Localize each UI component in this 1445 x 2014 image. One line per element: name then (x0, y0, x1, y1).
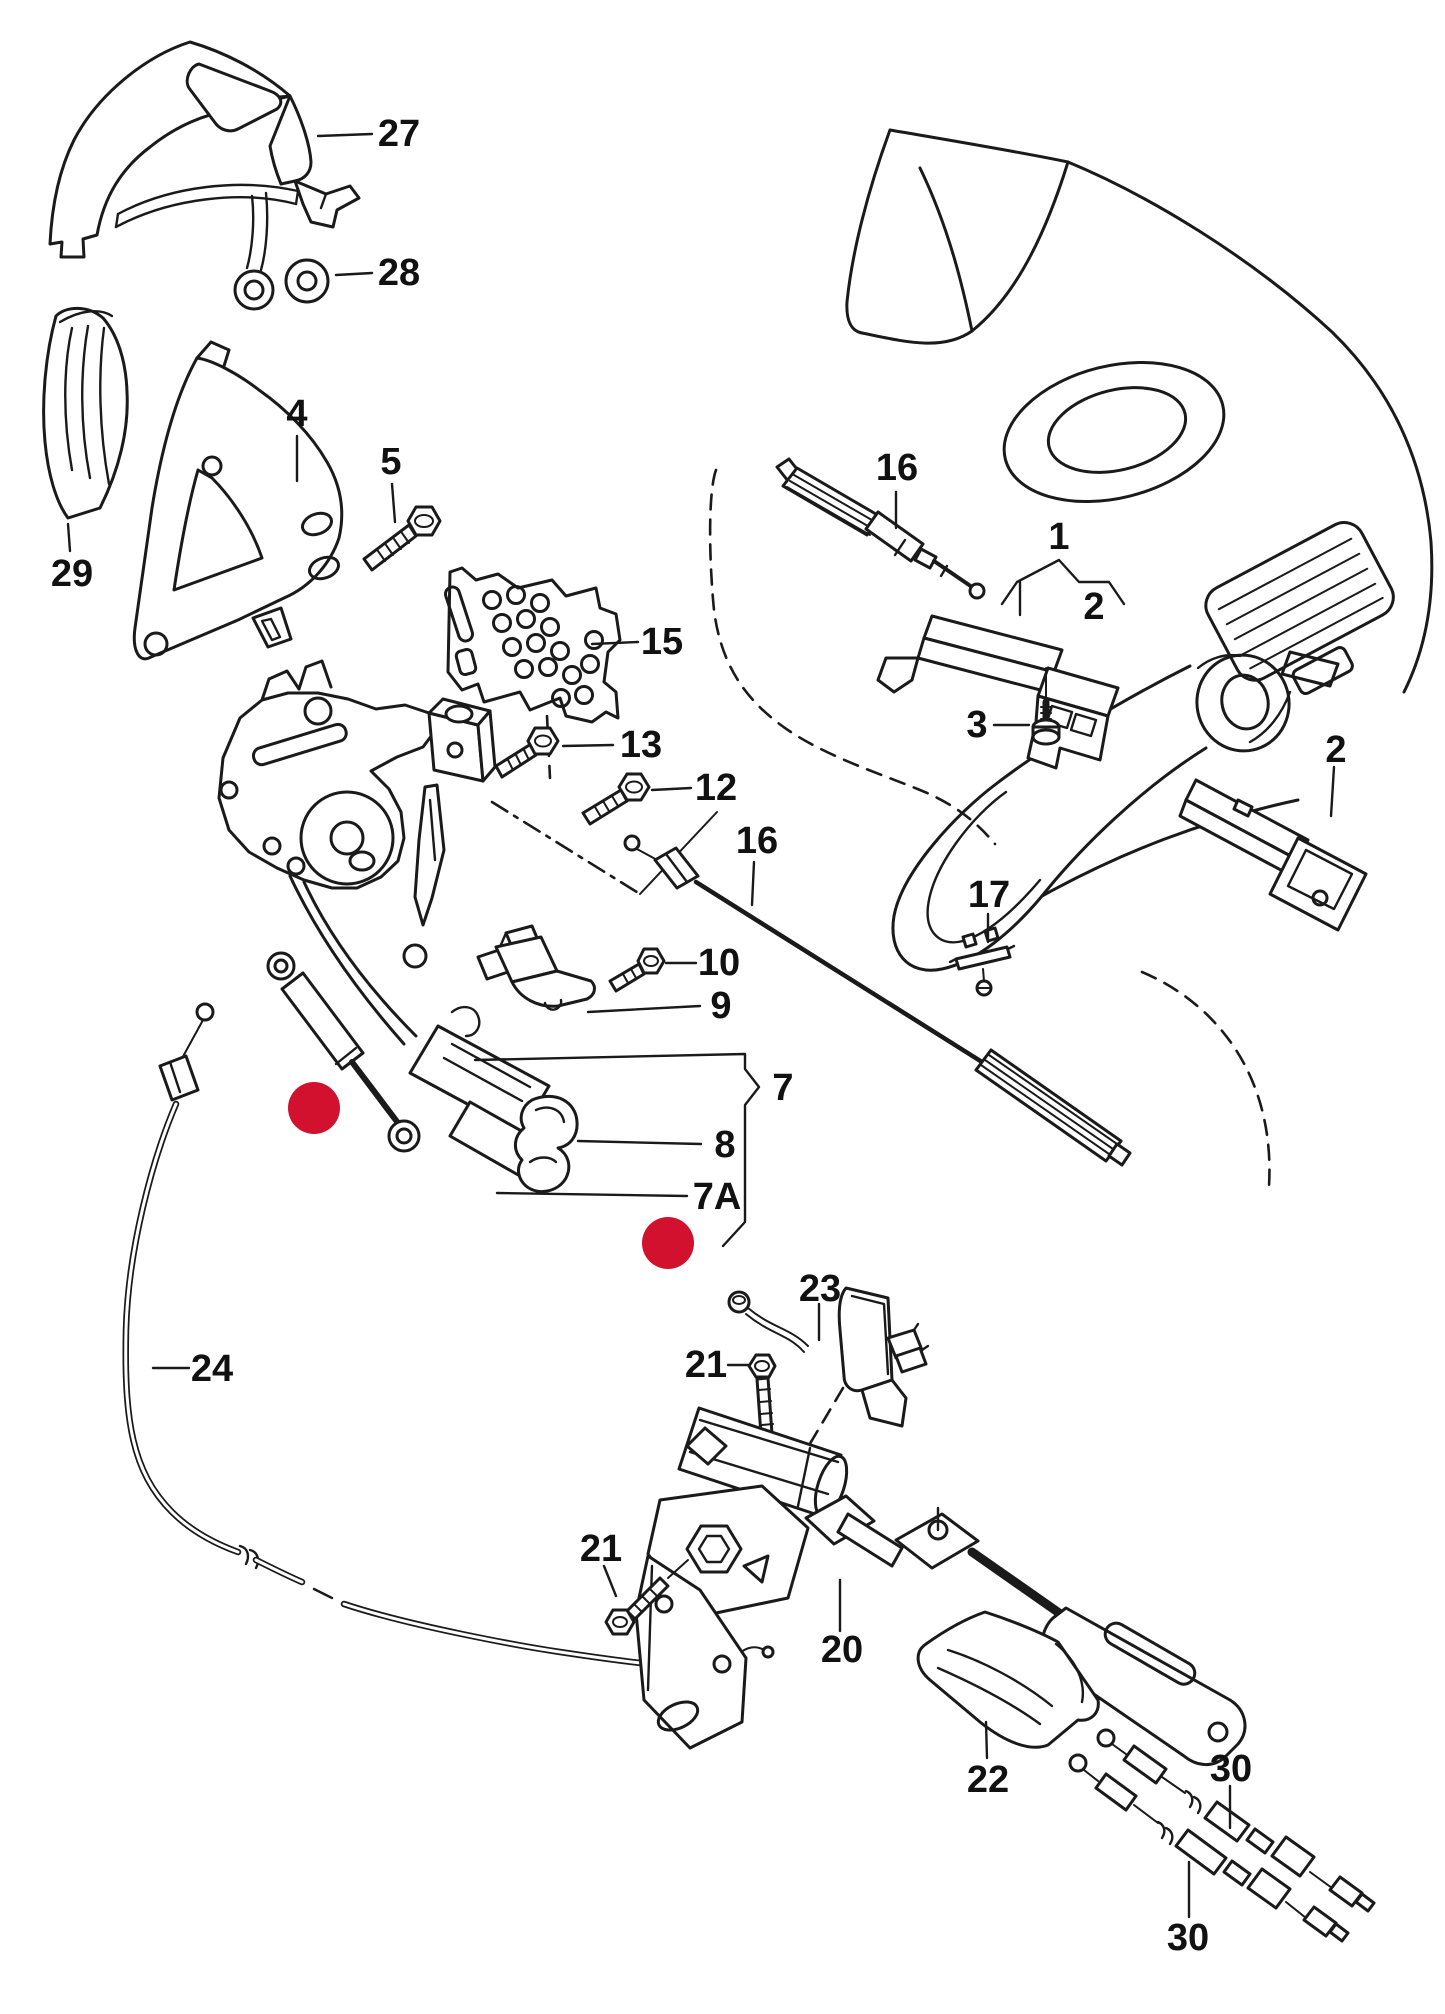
part-16-cable-upper (775, 457, 986, 600)
part-8-rubber-buffer (514, 1094, 579, 1194)
part-9-mount-bracket (476, 924, 596, 1011)
part-callout-30-lower[interactable]: 30 (1167, 1917, 1209, 1959)
part-27-cover (48, 40, 361, 311)
part-4-bracket (132, 340, 344, 661)
part-callout-21-upper[interactable]: 21 (685, 1344, 727, 1386)
part-3-screw (1031, 698, 1061, 746)
part-callout-28[interactable]: 28 (378, 252, 420, 294)
part-23-bracket-wiring (727, 1286, 930, 1428)
callout-leader-9 (586, 1004, 702, 1014)
part-12-bolt (581, 772, 651, 826)
part-callout-30-upper[interactable]: 30 (1210, 1748, 1252, 1790)
part-callout-8[interactable]: 8 (714, 1124, 735, 1166)
part-callout-16-upper[interactable]: 16 (876, 447, 918, 489)
part-20-actuator (634, 1406, 1247, 1766)
part-10-bolt (608, 947, 666, 993)
part-22-wedge (916, 1610, 1100, 1749)
callout-leader-22 (984, 1720, 989, 1760)
callout-leader-8 (576, 1139, 703, 1146)
callout-leader-16-lower (750, 860, 756, 907)
part-21-bolt-lower (604, 1559, 689, 1636)
highlight-dot-left[interactable] (288, 1082, 340, 1134)
callout-leader-28 (334, 271, 374, 277)
dashboard-vent-grille (1204, 521, 1395, 696)
part-callout-27[interactable]: 27 (378, 113, 420, 155)
part-30-cable-upper (1096, 1728, 1376, 1913)
part-15-perforated-plate (444, 566, 622, 724)
callout-leader-5 (390, 482, 397, 524)
callout-leader-1 (1000, 558, 1126, 617)
callout-leader-7 (473, 1052, 761, 1248)
callout-leader-12 (650, 786, 693, 792)
part-21-bolt-upper (747, 1353, 777, 1437)
part-callout-17[interactable]: 17 (968, 874, 1010, 916)
part-callout-21-lower[interactable]: 21 (580, 1528, 622, 1570)
part-callout-5[interactable]: 5 (380, 441, 401, 483)
part-17-cable-compensator (948, 926, 1016, 997)
part-callout-9[interactable]: 9 (710, 985, 731, 1027)
part-callout-3[interactable]: 3 (966, 704, 987, 746)
part-callout-2-bracket[interactable]: 2 (1083, 586, 1104, 628)
part-28-grommet (284, 258, 330, 304)
part-callout-2-clip[interactable]: 2 (1325, 729, 1346, 771)
callout-leader-21-lower (602, 1564, 618, 1598)
part-1-2-bracket (876, 614, 1120, 770)
part-callout-7A[interactable]: 7A (693, 1176, 742, 1218)
part-5-bolt (362, 505, 442, 572)
part-callout-29[interactable]: 29 (51, 553, 93, 595)
part-13-bolt (494, 726, 560, 779)
part-callout-4[interactable]: 4 (286, 393, 307, 435)
highlight-dot-right[interactable] (642, 1217, 694, 1269)
callout-leader-29 (66, 522, 72, 553)
dashboard-outline (845, 128, 1434, 972)
part-callout-23[interactable]: 23 (799, 1268, 841, 1310)
part-2-clip (1178, 778, 1368, 932)
callout-leader-27 (316, 132, 374, 138)
callout-leader-2-clip (1329, 765, 1336, 818)
part-30-cable-lower (1068, 1753, 1350, 1943)
part-callout-13[interactable]: 13 (620, 724, 662, 766)
part-16-cable-lower (623, 834, 1132, 1167)
part-7-pedal-bracket-assembly (217, 659, 551, 1178)
part-callout-1[interactable]: 1 (1048, 516, 1069, 558)
part-7a-gas-strut (266, 951, 421, 1153)
part-callout-22[interactable]: 22 (967, 1759, 1009, 1801)
part-29-trim (42, 306, 129, 520)
callout-leader-15 (590, 640, 640, 646)
callout-leader-7A (495, 1191, 689, 1198)
callout-leader-13 (561, 743, 615, 748)
diagram-artwork (42, 40, 1434, 1943)
part-callout-12[interactable]: 12 (695, 767, 737, 809)
part-callout-16-lower[interactable]: 16 (736, 820, 778, 862)
part-callout-20[interactable]: 20 (821, 1629, 863, 1671)
part-callout-15[interactable]: 15 (641, 621, 683, 663)
part-callout-7[interactable]: 7 (772, 1067, 793, 1109)
part-callout-10[interactable]: 10 (698, 942, 740, 984)
part-callout-24[interactable]: 24 (191, 1348, 233, 1390)
